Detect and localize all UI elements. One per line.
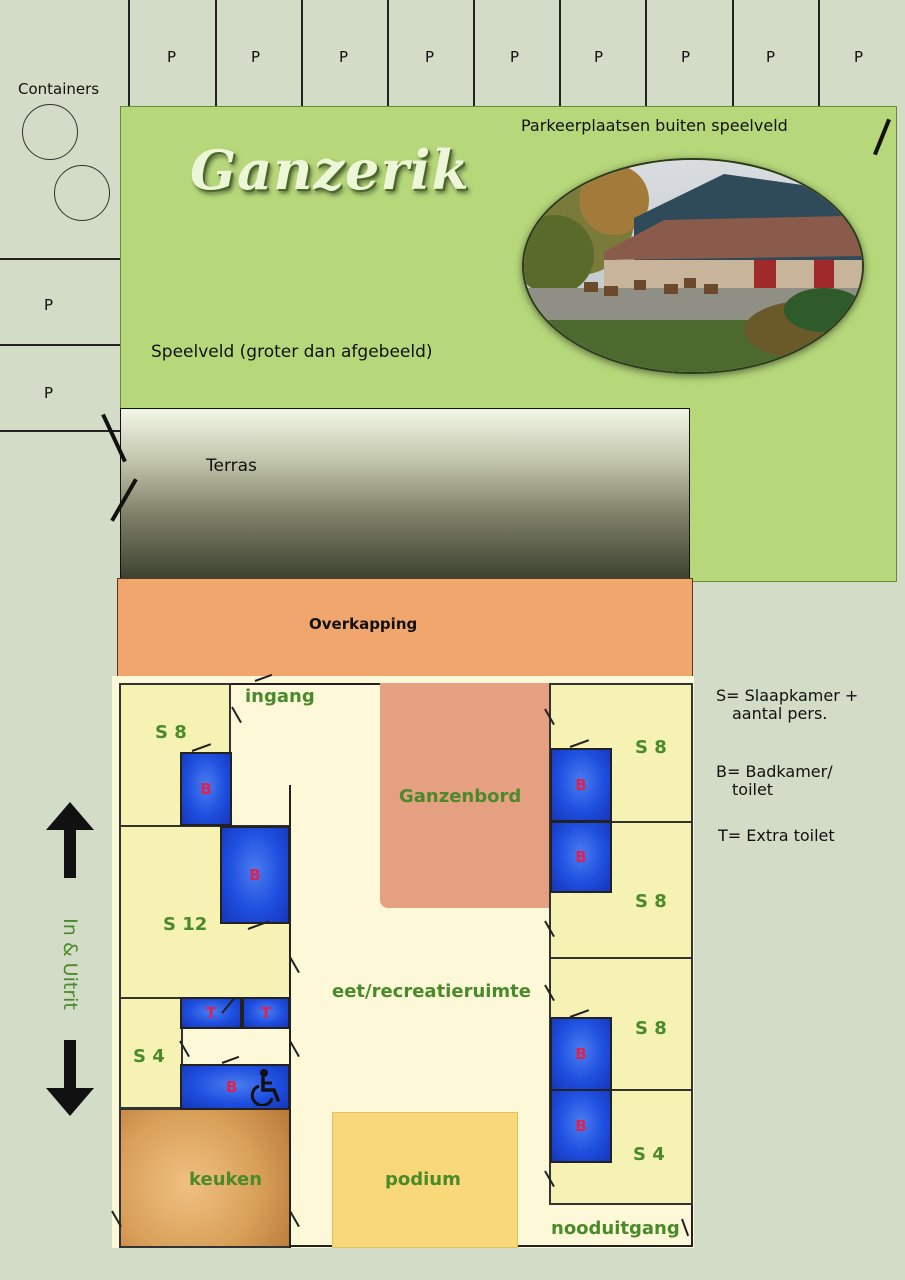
parking-spot: P bbox=[475, 0, 561, 108]
parking-label: P bbox=[425, 48, 435, 66]
building-photo bbox=[522, 158, 864, 374]
bathroom: B bbox=[550, 1017, 612, 1091]
bathroom: B bbox=[220, 826, 290, 924]
emergency-exit-label: nooduitgang bbox=[551, 1218, 680, 1239]
toilet: T bbox=[242, 997, 290, 1029]
bathroom: B bbox=[550, 1089, 612, 1163]
parking-spot: P bbox=[217, 0, 303, 108]
parking-top-row: P P P P P P P P P bbox=[128, 0, 905, 108]
bathroom-label: B bbox=[575, 1045, 587, 1063]
parking-label: P bbox=[251, 48, 261, 66]
in-out-label-wrap: In & Uitrit bbox=[56, 900, 84, 1028]
container-bin bbox=[22, 104, 78, 160]
kitchen bbox=[119, 1108, 291, 1248]
parking-label: P bbox=[510, 48, 520, 66]
arrow-down-icon bbox=[46, 1040, 94, 1116]
parking-spot: P bbox=[561, 0, 647, 108]
bathroom: B bbox=[550, 748, 612, 822]
corridor-wall bbox=[289, 785, 291, 1248]
dining-label: eet/recreatieruimte bbox=[332, 981, 531, 1002]
parking-spot: P bbox=[647, 0, 734, 108]
room-label: S 12 bbox=[163, 914, 208, 935]
legend-t-line: T= Extra toilet bbox=[718, 826, 835, 845]
toilet-label: T bbox=[205, 1004, 217, 1022]
ganzenbord-label: Ganzenbord bbox=[399, 786, 522, 807]
bathroom-label: B bbox=[200, 780, 212, 798]
legend: S= Slaapkamer + aantal pers. B= Badkamer… bbox=[716, 686, 901, 856]
parking-label: P bbox=[854, 48, 864, 66]
bathroom-label: B bbox=[226, 1078, 238, 1096]
legend-b-line2: toilet bbox=[732, 780, 774, 799]
parking-label: P bbox=[766, 48, 776, 66]
entrance-label: ingang bbox=[245, 686, 315, 707]
parking-label: P bbox=[44, 296, 54, 314]
parking-label: P bbox=[167, 48, 177, 66]
bathroom-label: B bbox=[575, 848, 587, 866]
containers-label: Containers bbox=[18, 80, 100, 98]
room-label: S 8 bbox=[635, 891, 667, 912]
parking-label: P bbox=[339, 48, 349, 66]
parking-spot: P bbox=[303, 0, 389, 108]
parking-label: P bbox=[594, 48, 604, 66]
parking-label: P bbox=[681, 48, 691, 66]
legend-s-line2: aantal pers. bbox=[732, 704, 828, 723]
stage-label: podium bbox=[385, 1169, 461, 1190]
terrace-label: Terras bbox=[206, 456, 257, 476]
parking-left-block: P P bbox=[0, 258, 120, 432]
terrace bbox=[120, 408, 690, 580]
room-s4-left bbox=[119, 997, 183, 1109]
room-label: S 4 bbox=[133, 1046, 165, 1067]
kitchen-label: keuken bbox=[189, 1169, 263, 1190]
room-label: S 4 bbox=[633, 1144, 665, 1165]
bathroom-label: B bbox=[249, 866, 261, 884]
legend-b-line1: B= Badkamer/ bbox=[716, 762, 833, 781]
site-title: Ganzerik bbox=[190, 138, 470, 202]
room-label: S 8 bbox=[635, 737, 667, 758]
legend-s-line1: S= Slaapkamer + bbox=[716, 686, 859, 705]
room-label: S 8 bbox=[635, 1018, 667, 1039]
canopy bbox=[117, 578, 693, 683]
parking-label: P bbox=[44, 384, 54, 402]
room-label: S 8 bbox=[155, 722, 187, 743]
bathroom: B bbox=[550, 821, 612, 893]
toilet-label: T bbox=[260, 1004, 272, 1022]
bathroom: B bbox=[180, 752, 232, 826]
accessible-bathroom: B bbox=[180, 1064, 290, 1110]
wheelchair-icon bbox=[250, 1068, 286, 1106]
title-text: Ganzerik bbox=[190, 138, 470, 202]
parking-spot: P bbox=[820, 0, 905, 108]
canopy-label: Overkapping bbox=[309, 615, 418, 633]
playfield-label: Speelveld (groter dan afgebeeld) bbox=[151, 342, 433, 362]
parking-outside-label: Parkeerplaatsen buiten speelveld bbox=[521, 116, 788, 135]
ganzenbord bbox=[380, 683, 550, 908]
parking-spot: P bbox=[734, 0, 820, 108]
parking-spot: P bbox=[130, 0, 217, 108]
bathroom-label: B bbox=[575, 1117, 587, 1135]
arrow-up-icon bbox=[46, 802, 94, 878]
stage bbox=[332, 1112, 518, 1248]
container-bin bbox=[54, 165, 110, 221]
bathroom-label: B bbox=[575, 776, 587, 794]
parking-spot: P bbox=[389, 0, 475, 108]
in-out-label: In & Uitrit bbox=[59, 918, 81, 1010]
